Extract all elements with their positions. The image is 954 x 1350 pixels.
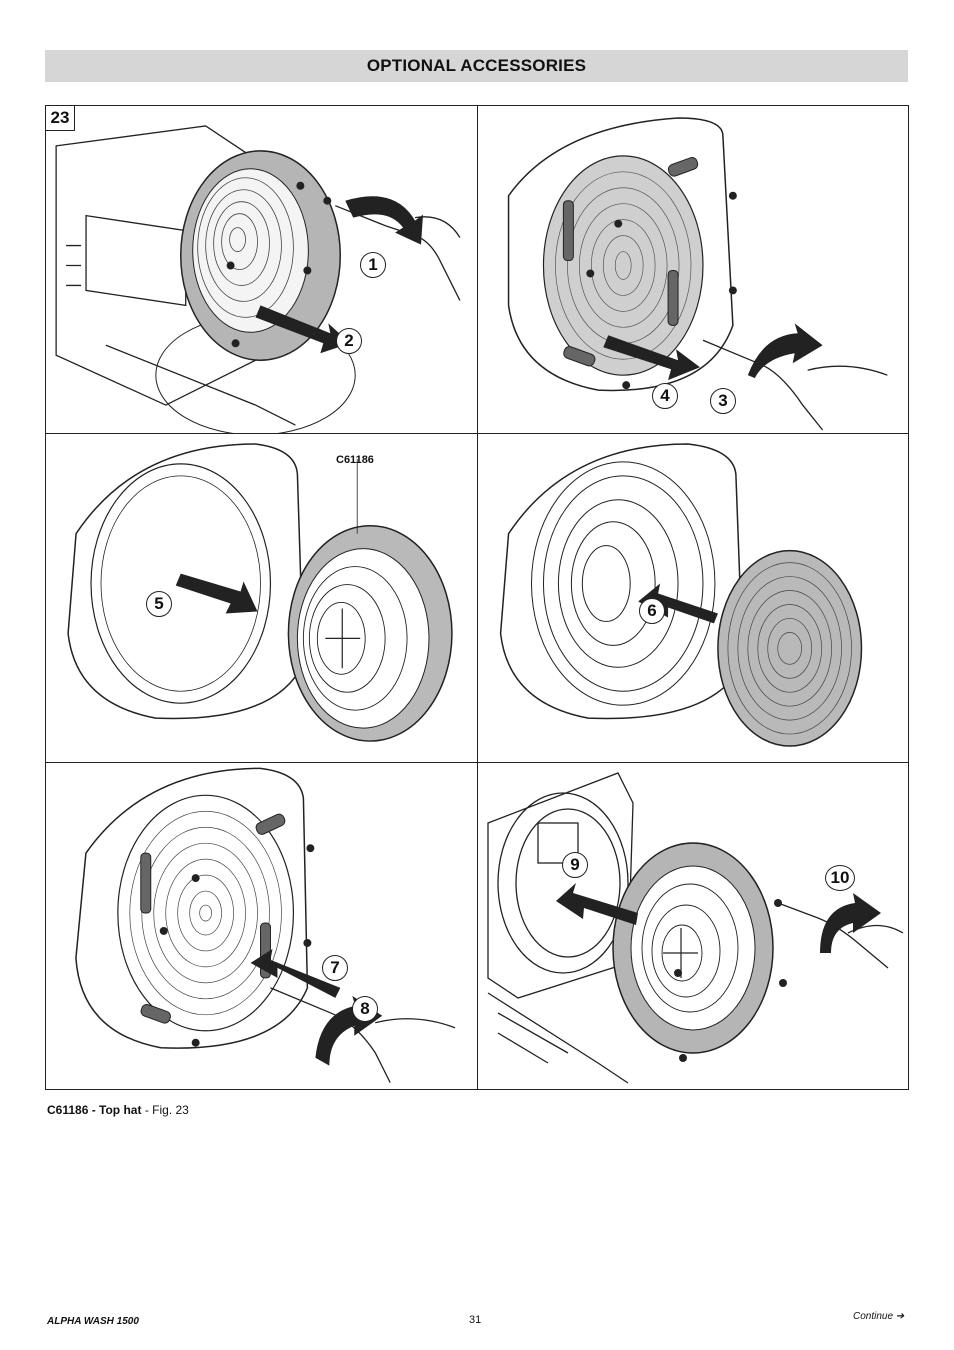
panel-steps-7-8: 7 8 bbox=[46, 763, 478, 1089]
figure-grid: 23 bbox=[45, 105, 909, 1090]
caption-title: C61186 - Top hat bbox=[47, 1103, 142, 1117]
illustration-remove-lens bbox=[507, 117, 888, 431]
caption-figure-ref: - Fig. 23 bbox=[141, 1103, 189, 1117]
illustration-refit-lens bbox=[75, 767, 456, 1083]
step-badge-6: 6 bbox=[639, 598, 665, 624]
step-badge-9: 9 bbox=[562, 852, 588, 878]
step-badge-3: 3 bbox=[710, 388, 736, 414]
illustration-fit-lens-over-top-hat bbox=[499, 443, 863, 747]
panel-steps-3-4: 4 3 bbox=[478, 106, 908, 434]
figure-caption: C61186 - Top hat - Fig. 23 bbox=[47, 1103, 189, 1117]
fresnel-lens bbox=[542, 155, 704, 376]
footer-product-name: ALPHA WASH 1500 bbox=[47, 1316, 139, 1327]
panel-steps-9-10: 9 10 bbox=[478, 763, 908, 1089]
panel-step-6: 6 bbox=[478, 434, 908, 763]
section-title-bar: OPTIONAL ACCESSORIES bbox=[45, 50, 908, 82]
fresnel-lens bbox=[717, 549, 863, 747]
section-title: OPTIONAL ACCESSORIES bbox=[366, 56, 587, 75]
lens-frame-with-top-hat bbox=[612, 842, 774, 1054]
step-badge-8: 8 bbox=[352, 996, 378, 1022]
illustration-reassemble-frame bbox=[487, 772, 904, 1084]
step-badge-7: 7 bbox=[322, 955, 348, 981]
panel-steps-1-2: 23 bbox=[46, 106, 478, 434]
lens-frame-ring bbox=[179, 150, 342, 361]
top-hat-accessory bbox=[287, 524, 453, 742]
step-badge-2: 2 bbox=[336, 328, 362, 354]
illustration-insert-top-hat bbox=[67, 443, 453, 742]
figure-number: 23 bbox=[46, 106, 75, 131]
panel-step-5: C61186 5 bbox=[46, 434, 478, 763]
step-badge-4: 4 bbox=[652, 383, 678, 409]
step-badge-1: 1 bbox=[360, 252, 386, 278]
step-badge-10: 10 bbox=[825, 865, 855, 891]
fresnel-lens bbox=[117, 794, 295, 1032]
step-badge-5: 5 bbox=[146, 591, 172, 617]
part-code-label: C61186 bbox=[336, 454, 374, 466]
footer-continue-link[interactable]: Continue ➔ bbox=[853, 1311, 905, 1322]
footer-page-number: 31 bbox=[469, 1314, 482, 1326]
illustration-remove-lens-frame bbox=[55, 125, 461, 433]
